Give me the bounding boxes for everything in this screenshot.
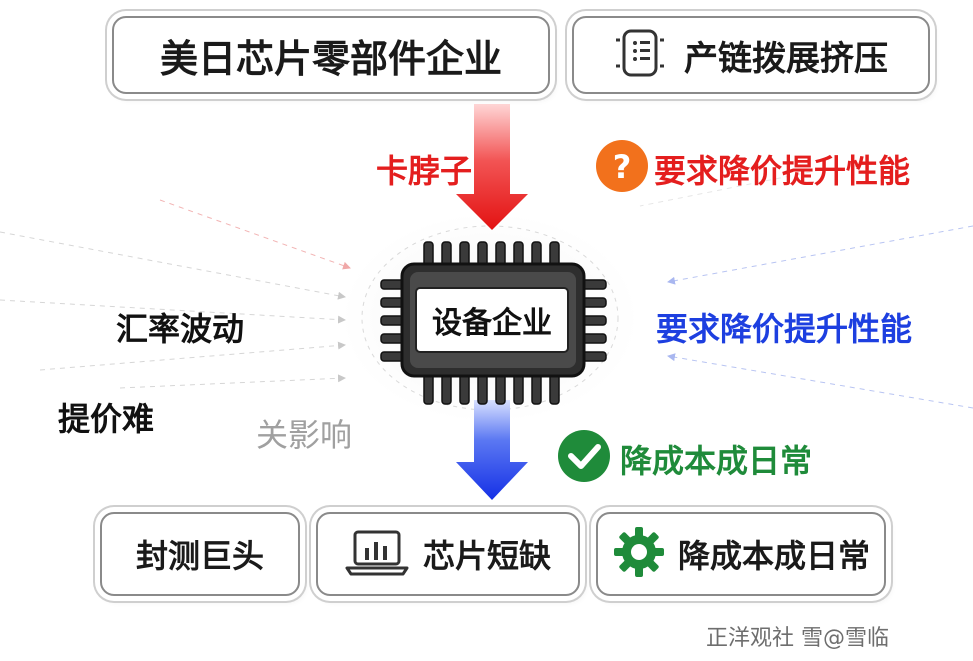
center-chip-label: 设备企业 [432,306,552,341]
blue-demand-label: 要求降价提升性能 [656,310,913,348]
left-influence-lines [0,199,351,389]
bottom-box-3-label: 降成本成日常 [677,537,870,575]
top-right-box-label: 产链拨展挤压 [684,38,888,79]
top-left-box: 美日芯片零部件企业 [112,16,550,94]
top-right-box: 产链拨展挤压 [572,16,930,94]
top-left-box-label: 美日芯片零部件企业 [159,36,502,81]
gear-icon [612,525,666,583]
bottom-box-1: 封测巨头 [100,512,300,596]
choke-label: 卡脖子 [376,152,473,190]
green-cost-label: 降成本成日常 [620,442,813,480]
bottom-box-3: 降成本成日常 [596,512,886,596]
svg-text:?: ? [613,148,632,186]
check-icon [558,430,610,482]
question-icon: ? [596,140,648,192]
right-influence-lines [639,169,973,409]
tariff-impact-label: 关影响 [256,416,353,454]
price-raise-label: 提价难 [58,400,155,438]
red-demand-label: 要求降价提升性能 [654,152,911,190]
bottom-box-2-label: 芯片短缺 [422,537,551,575]
laptop-chart-icon [345,528,409,580]
watermark: 正洋观社 雪@雪临 [706,626,889,651]
bottom-box-1-label: 封测巨头 [135,537,264,575]
chip-icon [380,241,607,405]
blue-down-arrow [456,400,528,500]
red-down-arrow [456,104,528,230]
exchange-rate-label: 汇率波动 [116,310,245,348]
bottom-box-2: 芯片短缺 [316,512,580,596]
phone-list-icon [614,28,666,82]
